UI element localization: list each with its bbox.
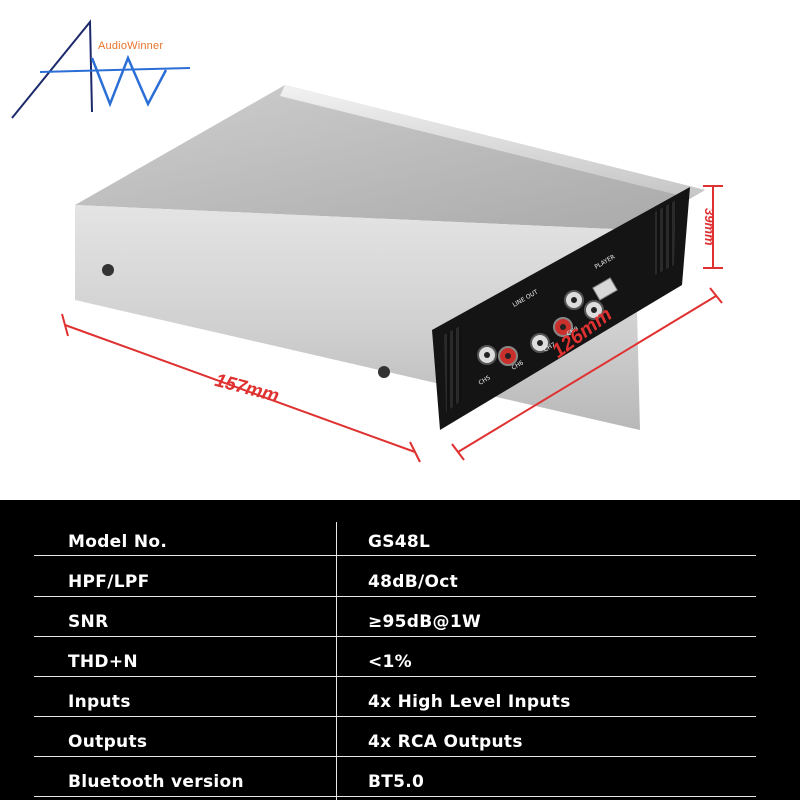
spec-row: HPF/LPF 48dB/Oct xyxy=(0,562,800,602)
product-photo: LINE OUT PLAYER CH5 CH6 CH7 CH8 xyxy=(11,19,723,463)
spec-label: Outputs xyxy=(68,732,148,752)
height-dimension: 39mm xyxy=(702,208,717,246)
spec-label: Model No. xyxy=(68,532,168,552)
spec-row: Bluetooth version BT5.0 xyxy=(0,762,800,802)
row-divider xyxy=(34,756,756,757)
spec-label: HPF/LPF xyxy=(68,572,150,592)
spec-table: Model No. GS48L HPF/LPF 48dB/Oct SNR ≥95… xyxy=(0,500,800,800)
spec-row: Outputs 4x RCA Outputs xyxy=(0,722,800,762)
audiowinner-logo xyxy=(11,19,191,119)
screw-icon xyxy=(102,264,114,276)
rca-jacks xyxy=(477,290,604,366)
amplifier-top-surface xyxy=(75,85,705,230)
spec-value: 48dB/Oct xyxy=(368,572,459,592)
amplifier-front-panel xyxy=(432,187,690,430)
row-divider xyxy=(34,796,756,797)
usb-port-icon xyxy=(592,277,618,301)
spec-divider xyxy=(336,522,337,800)
row-divider xyxy=(34,676,756,677)
spec-value: <1% xyxy=(368,652,413,672)
spec-value: ≥95dB@1W xyxy=(368,612,482,632)
product-photo-area: LINE OUT PLAYER CH5 CH6 CH7 CH8 AudioWin… xyxy=(11,19,723,463)
brand-name: AudioWinner xyxy=(98,40,164,52)
spec-row: THD+N <1% xyxy=(0,642,800,682)
row-divider xyxy=(34,596,756,597)
spec-label: Inputs xyxy=(68,692,131,712)
dimension-lines xyxy=(61,185,723,463)
spec-value: GS48L xyxy=(368,532,431,552)
spec-row: Model No. GS48L xyxy=(0,522,800,562)
screw-icon xyxy=(378,366,390,378)
spec-label: SNR xyxy=(68,612,109,632)
spec-value: 4x RCA Outputs xyxy=(368,732,523,752)
spec-row: SNR ≥95dB@1W xyxy=(0,602,800,642)
row-divider xyxy=(34,555,756,556)
spec-value: BT5.0 xyxy=(368,772,425,792)
spec-label: THD+N xyxy=(68,652,138,672)
spec-value: 4x High Level Inputs xyxy=(368,692,571,712)
spec-label: Bluetooth version xyxy=(68,772,244,792)
spec-row: Inputs 4x High Level Inputs xyxy=(0,682,800,722)
row-divider xyxy=(34,716,756,717)
row-divider xyxy=(34,636,756,637)
